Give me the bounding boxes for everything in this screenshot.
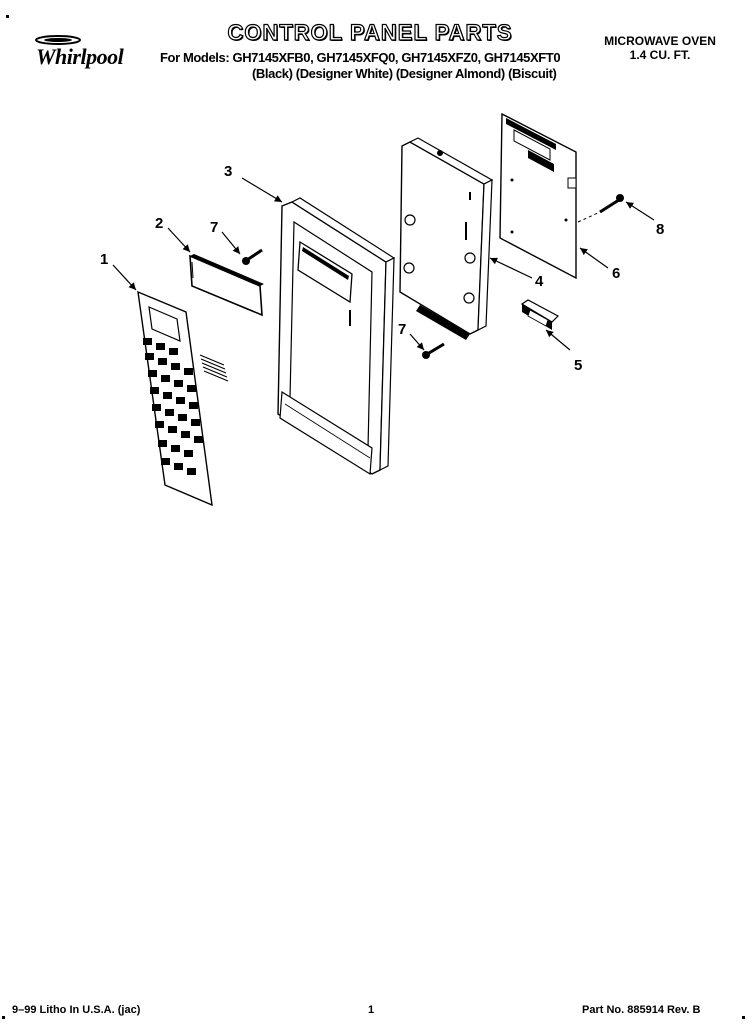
footer-part-number: Part No. 885914 Rev. B (582, 1004, 701, 1016)
callout-3: 3 (224, 163, 232, 180)
brand-wordmark: Whirlpool (36, 44, 124, 69)
footer-page-number: 1 (368, 1004, 375, 1016)
product-type: MICROWAVE OVEN (604, 34, 716, 48)
colors-line: (Black) (Designer White) (Designer Almon… (252, 66, 557, 81)
product-capacity: 1.4 CU. FT. (629, 48, 691, 62)
ribbon-cable (199, 354, 229, 382)
callout-7-lower: 7 (398, 321, 406, 338)
part-6-circuit-board (499, 112, 577, 280)
part-2-display-window (189, 254, 264, 317)
part-5-latch-bracket (520, 299, 559, 330)
part-7-screw-lower (422, 342, 445, 359)
corner-mark-top-left (6, 15, 9, 18)
callout-4: 4 (535, 273, 544, 290)
product-info: MICROWAVE OVEN 1.4 CU. FT. (600, 34, 720, 62)
part-1-keypad-membrane (137, 290, 229, 507)
corner-mark-bottom-left (2, 1016, 5, 1019)
page-title: CONTROL PANEL PARTS (227, 19, 513, 45)
whirlpool-swoosh-icon (35, 35, 81, 45)
part-3-control-panel-frame (277, 197, 396, 476)
part-8-screw (577, 194, 624, 223)
footer-litho: 9–99 Litho In U.S.A. (jac) (12, 1004, 141, 1016)
callout-1: 1 (100, 251, 108, 268)
keypad-buttons (143, 338, 203, 475)
corner-mark-bottom-right (742, 1016, 745, 1019)
callout-8: 8 (656, 221, 664, 238)
whirlpool-logo: Whirlpool (28, 34, 156, 74)
callout-5: 5 (574, 357, 582, 374)
models-line: For Models: GH7145XFB0, GH7145XFQ0, GH71… (160, 50, 561, 65)
callout-6: 6 (612, 265, 620, 282)
callout-7-upper: 7 (210, 219, 218, 236)
leader-lines (112, 177, 655, 351)
part-7-screw-upper (242, 248, 263, 265)
callout-2: 2 (155, 215, 163, 232)
part-4-control-housing (399, 137, 494, 340)
